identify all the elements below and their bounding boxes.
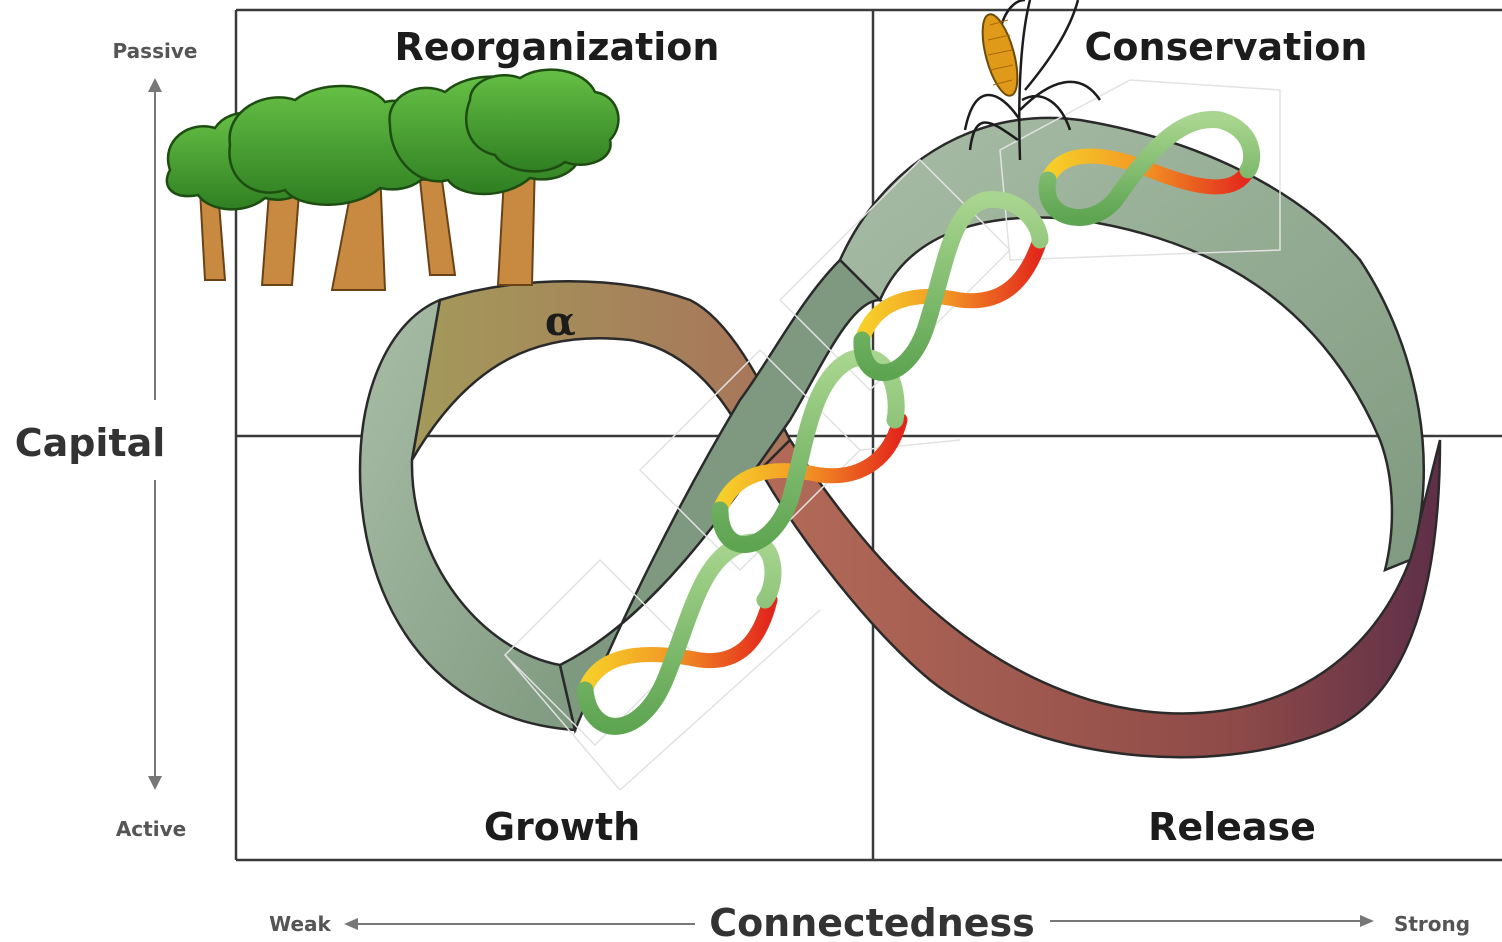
loop-right-green-band [838,116,1426,573]
connectedness-axis-label: Connectedness [709,901,1035,942]
quadrant-label-reorganization: Reorganization [395,25,720,69]
quadrant-label-release: Release [1148,805,1316,849]
axis-left-label: Weak [269,912,331,936]
arrow-left-icon [344,918,358,930]
quadrant-label-growth: Growth [484,805,640,849]
quadrant-label-conservation: Conservation [1085,25,1368,69]
capital-axis: Passive Capital Active [15,39,198,841]
dna-helix-icon [503,79,1281,791]
corn-cob [981,13,1019,97]
connectedness-axis: Weak Connectedness Strong [269,901,1470,942]
axis-top-label: Passive [113,39,198,63]
alpha-symbol: α [545,298,576,345]
arrow-down-icon [148,776,162,790]
corn-plant-icon [963,0,1102,161]
arrow-up-icon [148,78,162,92]
axis-right-label: Strong [1394,912,1470,936]
capital-axis-label: Capital [15,421,166,465]
omega-symbol: Ω [1196,670,1232,717]
arrow-right-icon [1360,915,1374,927]
axis-bottom-label: Active [116,817,186,841]
tree-icon [165,68,620,291]
loop-omega-band [758,438,1442,759]
loop-left-green-band [358,298,577,732]
